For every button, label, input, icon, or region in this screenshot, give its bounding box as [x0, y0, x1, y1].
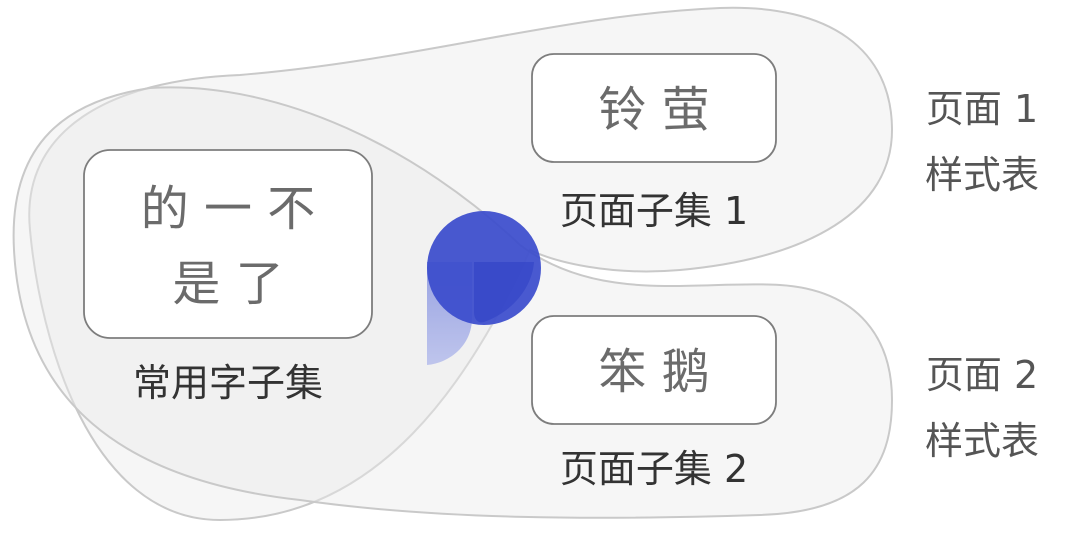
page1-subset-chars: 铃 萤 [598, 82, 709, 138]
logo-icon [427, 211, 541, 365]
page2-subset-caption: 页面子集 2 [560, 447, 748, 491]
page2-subset-box: 笨 鹅 [531, 315, 777, 425]
page1-stylesheet-label-line2: 样式表 [925, 153, 1039, 197]
common-subset-caption: 常用字子集 [133, 361, 323, 405]
common-subset-chars-line1: 的 一 不 [141, 181, 316, 237]
page1-subset-caption: 页面子集 1 [560, 189, 748, 233]
page1-stylesheet-label-line1: 页面 1 [926, 87, 1038, 131]
page2-stylesheet-label-line1: 页面 2 [926, 353, 1038, 397]
common-subset-chars-line2: 是 了 [172, 256, 283, 312]
page2-stylesheet-label-line2: 样式表 [925, 419, 1039, 463]
common-subset-box: 的 一 不 是 了 [83, 149, 373, 339]
page1-subset-box: 铃 萤 [531, 53, 777, 163]
page2-subset-chars: 笨 鹅 [598, 344, 709, 400]
